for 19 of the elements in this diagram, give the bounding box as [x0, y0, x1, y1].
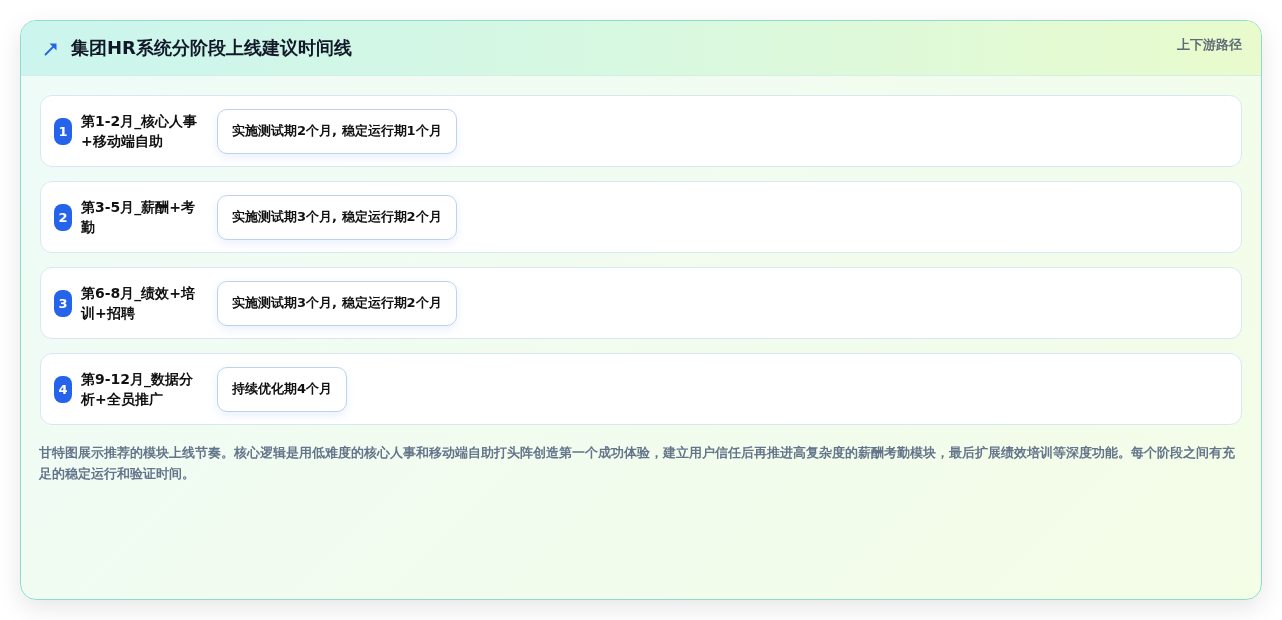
- caption-text: 甘特图展示推荐的模块上线节奏。核心逻辑是用低难度的核心人事和移动端自助打头阵创造第一个成功体验，建立用户信任后再推进高复杂度的薪酬考勤模块，最后扩展绩效培训等深度功能。每个阶段之间有充足的稳定运行和验证时间。: [39, 444, 1236, 483]
- step-number-badge: 1: [54, 117, 72, 145]
- phase-label: 第9-12月_数据分析+全员推广: [81, 370, 195, 409]
- diagram-title: 集团HR系统分阶段上线建议时间线: [71, 36, 352, 60]
- phase-label: 第3-5月_薪酬+考勤: [81, 198, 197, 237]
- duration-tag: 持续优化期4个月: [217, 366, 348, 412]
- phase-row: [40, 353, 1242, 425]
- duration-tag: 实施测试期3个月, 稳定运行期2个月: [217, 194, 457, 240]
- duration-tag: 实施测试期2个月, 稳定运行期1个月: [217, 108, 457, 154]
- step-number-badge: 2: [54, 203, 72, 231]
- phase-label: 第1-2月_核心人事+移动端自助: [81, 112, 199, 151]
- phase-label: 第6-8月_绩效+培训+招聘: [81, 284, 197, 323]
- phase-row: [40, 267, 1242, 339]
- duration-tag: 实施测试期3个月, 稳定运行期2个月: [217, 280, 457, 326]
- step-number-badge: 4: [54, 375, 72, 403]
- phase-row: [40, 181, 1242, 253]
- step-number-badge: 3: [54, 289, 72, 317]
- header-label: 上下游路径: [1177, 36, 1242, 54]
- phase-row: [40, 95, 1242, 167]
